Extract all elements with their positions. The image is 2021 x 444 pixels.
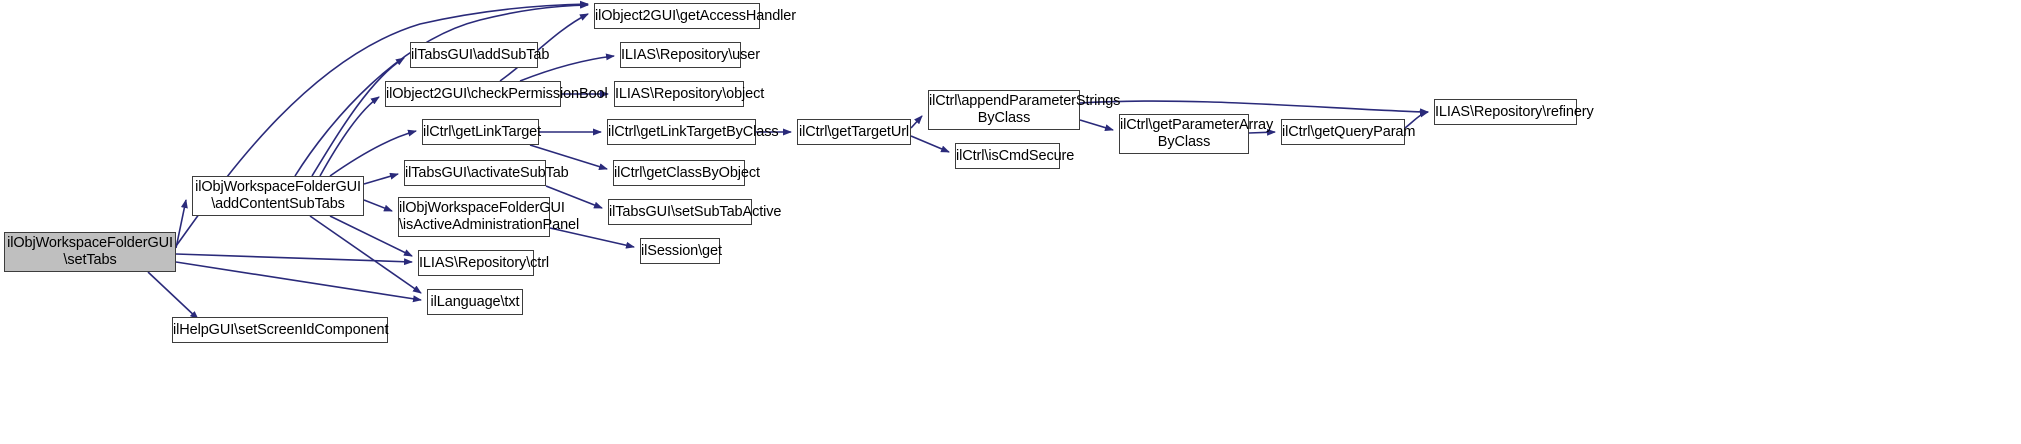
graph-node-label: ilLanguage\txt (430, 293, 520, 310)
graph-node-getLinkTargetByClass[interactable]: ilCtrl\getLinkTargetByClass (607, 119, 779, 145)
graph-node-isActiveAdministrationPanel[interactable]: ilObjWorkspaceFolderGUI \isActiveAdminis… (398, 197, 580, 237)
graph-node-label: ilCtrl\getLinkTargetByClass (608, 123, 779, 140)
graph-node-langTxt[interactable]: ilLanguage\txt (427, 289, 523, 315)
graph-node-getQueryParam[interactable]: ilCtrl\getQueryParam (1281, 119, 1416, 145)
graph-node-getParameterArrayByClass[interactable]: ilCtrl\getParameterArray ByClass (1119, 114, 1274, 154)
graph-node-label: ilTabsGUI\setSubTabActive (609, 203, 782, 220)
graph-node-label: ILIAS\Repository\user (621, 46, 760, 63)
graph-edge (147, 271, 199, 320)
graph-edge (175, 199, 188, 249)
graph-node-addContentSubTabs[interactable]: ilObjWorkspaceFolderGUI \addContentSubTa… (192, 176, 364, 216)
graph-node-addSubTab[interactable]: ilTabsGUI\addSubTab (410, 42, 550, 68)
graph-node-label: ilCtrl\isCmdSecure (956, 147, 1075, 164)
graph-node-repoCtrl[interactable]: ILIAS\Repository\ctrl (418, 250, 550, 276)
graph-edge (363, 199, 393, 212)
graph-node-sessionGet[interactable]: ilSession\get (640, 238, 722, 264)
graph-edge (363, 172, 399, 185)
graph-node-setSubTabActive[interactable]: ilTabsGUI\setSubTabActive (608, 199, 782, 225)
graph-node-repoUser[interactable]: ILIAS\Repository\user (620, 42, 760, 68)
graph-node-label: ilTabsGUI\addSubTab (411, 46, 550, 63)
graph-node-getAccessHandler[interactable]: ilObject2GUI\getAccessHandler (594, 3, 796, 29)
graph-edge (1079, 100, 1429, 116)
graph-node-appendParameterStringsByClass[interactable]: ilCtrl\appendParameterStrings ByClass (928, 90, 1121, 130)
graph-edge (1079, 119, 1114, 132)
graph-edge (311, 57, 405, 177)
graph-node-label: ilSession\get (641, 242, 722, 259)
graph-node-checkPermissionBool[interactable]: ilObject2GUI\checkPermissionBool (385, 81, 608, 107)
graph-edge (175, 261, 422, 303)
graph-edge (319, 96, 380, 177)
graph-node-label: ilObjWorkspaceFolderGUI \addContentSubTa… (195, 179, 361, 212)
graph-node-setScreenIdComponent[interactable]: ilHelpGUI\setScreenIdComponent (172, 317, 389, 343)
graph-node-label: ILIAS\Repository\ctrl (419, 254, 550, 271)
graph-node-label: ilCtrl\getLinkTarget (423, 123, 542, 140)
graph-node-label: ilCtrl\getClassByObject (614, 164, 760, 181)
graph-node-repoObject[interactable]: ILIAS\Repository\object (614, 81, 765, 107)
graph-node-label: ILIAS\Repository\object (615, 85, 765, 102)
graph-node-label: ilHelpGUI\setScreenIdComponent (173, 321, 389, 338)
graph-node-label: ilObjWorkspaceFolderGUI \isActiveAdminis… (399, 200, 580, 233)
graph-node-label: ILIAS\Repository\refinery (1435, 103, 1594, 120)
graph-node-isCmdSecure[interactable]: ilCtrl\isCmdSecure (955, 143, 1075, 169)
graph-node-getLinkTarget[interactable]: ilCtrl\getLinkTarget (422, 119, 542, 145)
graph-node-getTargetUrl[interactable]: ilCtrl\getTargetUrl (797, 119, 911, 145)
graph-node-setTabs[interactable]: ilObjWorkspaceFolderGUI \setTabs (4, 232, 176, 272)
graph-edges (147, 0, 1429, 320)
graph-node-label: ilCtrl\appendParameterStrings ByClass (929, 93, 1121, 126)
graph-edge (175, 253, 413, 266)
graph-node-getClassByObject[interactable]: ilCtrl\getClassByObject (613, 160, 760, 186)
graph-node-label: ilObject2GUI\getAccessHandler (595, 7, 796, 24)
graph-node-activateSubTab[interactable]: ilTabsGUI\activateSubTab (404, 160, 569, 186)
graph-node-label: ilCtrl\getQueryParam (1282, 123, 1416, 140)
graph-node-label: ilObject2GUI\checkPermissionBool (386, 85, 608, 102)
graph-node-repoRefinery[interactable]: ILIAS\Repository\refinery (1434, 99, 1594, 125)
graph-node-label: ilTabsGUI\activateSubTab (405, 164, 569, 181)
graph-node-label: ilCtrl\getParameterArray ByClass (1120, 117, 1274, 150)
graph-node-label: ilObjWorkspaceFolderGUI \setTabs (7, 235, 173, 268)
graph-edge (910, 115, 923, 129)
graph-node-label: ilCtrl\getTargetUrl (798, 123, 910, 140)
graph-edge (910, 135, 950, 153)
